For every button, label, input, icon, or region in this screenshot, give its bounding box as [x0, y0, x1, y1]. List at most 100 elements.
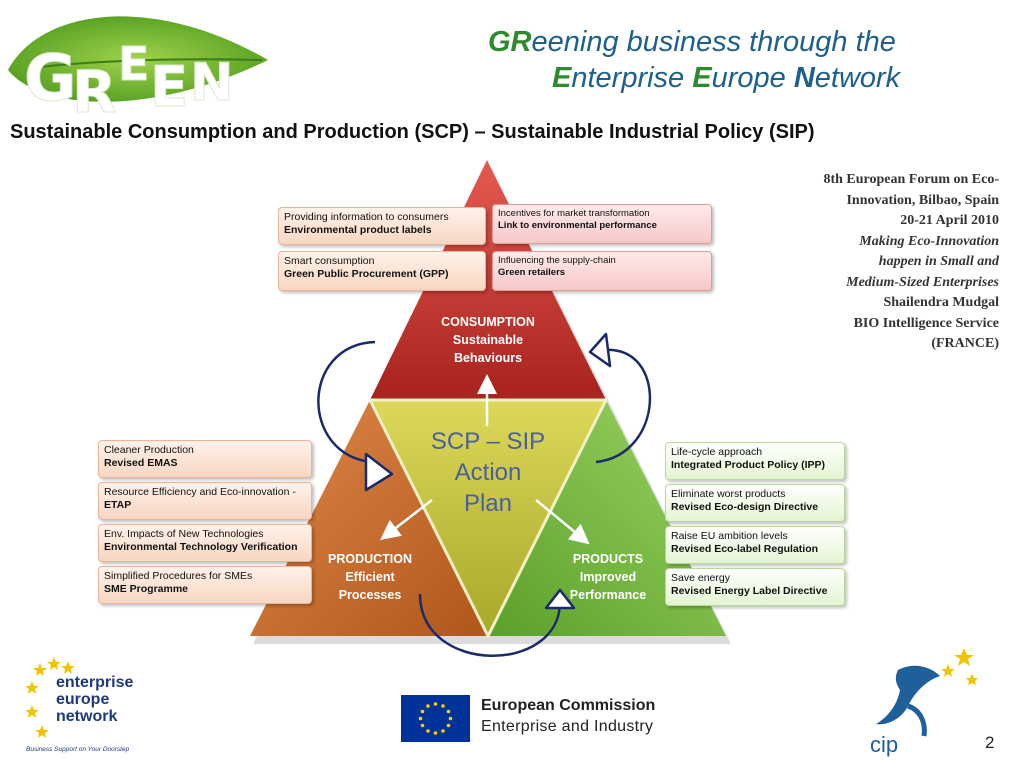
center-action-plan: SCP – SIP Action Plan [408, 426, 568, 519]
cycle-arrow-left [317, 340, 376, 464]
een-line3: network [56, 708, 117, 725]
arrow-to-production [380, 499, 433, 541]
box-line1: Simplified Procedures for SMEs [104, 570, 253, 582]
box-line2: Green Public Procurement (GPP) [284, 268, 449, 280]
cycle-arrow-right [595, 348, 652, 464]
header-line2-part-b: urope [711, 62, 794, 94]
forum-theme-b: happen in Small and [878, 254, 999, 269]
box-line2: Integrated Product Policy (IPP) [671, 459, 826, 471]
header-accent-gr: GR [488, 26, 532, 58]
consumption-box-smart: Smart consumption Green Public Procureme… [278, 251, 486, 291]
consumption-box-supply-chain: Influencing the supply-chain Green retai… [492, 251, 712, 291]
center-triangle [370, 400, 606, 636]
products-sub2: Performance [569, 588, 647, 602]
box-line1: Save energy [671, 572, 730, 584]
forum-info: 8th European Forum on Eco- Innovation, B… [784, 170, 999, 355]
arrow-to-products [535, 499, 590, 545]
een-line2: europe [56, 691, 109, 708]
products-box-ecodesign: Eliminate worst products Revised Eco-des… [665, 484, 845, 522]
box-line2: Revised Energy Label Directive [671, 585, 828, 597]
products-sub1: Improved [579, 570, 637, 584]
arrowhead-left-icon [364, 452, 394, 492]
box-line1: Life-cycle approach [671, 446, 763, 458]
consumption-sub2: Behaviours [453, 351, 523, 365]
header-tagline-line2: Enterprise Europe Network [552, 62, 900, 95]
header-accent-e2: E [692, 62, 712, 94]
products-box-lifecycle: Life-cycle approach Integrated Product P… [665, 442, 845, 480]
production-box-sme: Simplified Procedures for SMEs SME Progr… [98, 566, 312, 604]
box-line2: Link to environmental performance [498, 220, 657, 231]
production-box-technologies: Env. Impacts of New Technologies Environ… [98, 524, 312, 562]
box-line2: ETAP [104, 499, 132, 511]
production-box-resource: Resource Efficiency and Eco-innovation -… [98, 482, 312, 520]
forum-country: (FRANCE) [931, 336, 999, 351]
cycle-arrow-bottom [418, 593, 562, 657]
european-commission-department: Enterprise and Industry [481, 718, 654, 735]
forum-theme-c: Medium-Sized Enterprises [846, 274, 999, 290]
een-tagline: Business Support on Your Doorstep [26, 746, 130, 753]
forum-event-a: 8th European Forum on Eco- [823, 172, 999, 187]
box-line1: Resource Efficiency and Eco-innovation - [104, 486, 296, 498]
box-line2: Environmental product labels [284, 224, 432, 236]
header-line2-part-c: etwork [814, 62, 901, 94]
header-tagline-line1: GReening business through the [488, 26, 896, 59]
production-box-cleaner: Cleaner Production Revised EMAS [98, 440, 312, 478]
logo-letter-e1: E [118, 37, 149, 91]
page-title: Sustainable Consumption and Production (… [10, 121, 815, 143]
forum-theme-a: Making Eco-Innovation [859, 233, 999, 249]
box-line2: Revised EMAS [104, 457, 178, 469]
box-line1: Influencing the supply-chain [498, 255, 616, 266]
eu-flag-icon [401, 695, 470, 742]
center-line1: SCP – SIP [430, 428, 546, 455]
header-accent-n: N [793, 62, 815, 94]
center-line2: Action [454, 459, 522, 486]
header-accent-e1: E [552, 62, 572, 94]
consumption-sub1: Sustainable [452, 333, 524, 347]
cip-logo: cip [870, 648, 978, 757]
header-line1-text: eening business through the [531, 26, 896, 58]
box-line2: SME Programme [104, 583, 189, 595]
enterprise-europe-network-logo: enterprise europe network Business Suppo… [26, 657, 133, 753]
box-line1: Env. Impacts of New Technologies [104, 528, 264, 540]
products-label: PRODUCTS Improved Performance [540, 550, 676, 604]
arrowhead-bottom-icon [544, 588, 576, 610]
box-line1: Providing information to consumers [284, 211, 449, 223]
consumption-label: CONSUMPTION Sustainable Behaviours [418, 313, 558, 367]
box-line2: Revised Eco-label Regulation [671, 543, 819, 555]
cip-text: cip [870, 732, 898, 757]
box-line1: Raise EU ambition levels [671, 530, 788, 542]
production-sub1: Efficient [345, 570, 395, 584]
consumption-box-incentives: Incentives for market transformation Lin… [492, 204, 712, 244]
products-box-energy: Save energy Revised Energy Label Directi… [665, 568, 845, 606]
products-heading: PRODUCTS [572, 552, 644, 566]
page-number: 2 [985, 733, 995, 752]
forum-org: BIO Intelligence Service [853, 315, 999, 331]
box-line2: Environmental Technology Verification [104, 541, 298, 553]
logo-letter-n: N [190, 53, 234, 113]
box-line1: Cleaner Production [104, 444, 194, 456]
consumption-box-info: Providing information to consumers Envir… [278, 207, 486, 245]
logo-letter-r: R [72, 58, 117, 118]
leaf-icon [8, 16, 268, 102]
logo-letter-g: G [24, 42, 77, 116]
production-heading: PRODUCTION [327, 552, 413, 566]
box-line2: Revised Eco-design Directive [671, 501, 819, 513]
box-line1: Smart consumption [284, 255, 375, 267]
logo-letter-e2: E [150, 55, 188, 118]
products-box-ecolabel: Raise EU ambition levels Revised Eco-lab… [665, 526, 845, 564]
cip-stars-icon [941, 648, 978, 685]
een-stars-icon [26, 657, 75, 738]
center-line3: Plan [463, 490, 513, 517]
arrowhead-right-icon [588, 332, 612, 368]
forum-date: 20-21 April 2010 [900, 213, 999, 228]
production-sub2: Processes [338, 588, 402, 602]
consumption-heading: CONSUMPTION [441, 315, 535, 329]
box-line1: Eliminate worst products [671, 488, 786, 500]
header-line2-part-a: nterprise [571, 62, 693, 94]
cip-runner-icon [876, 665, 940, 725]
box-line2: Green retailers [498, 267, 566, 278]
box-line1: Incentives for market transformation [498, 208, 650, 219]
consumption-triangle [370, 160, 606, 400]
forum-speaker: Shailendra Mudgal [883, 295, 999, 310]
production-label: PRODUCTION Efficient Processes [302, 550, 438, 604]
